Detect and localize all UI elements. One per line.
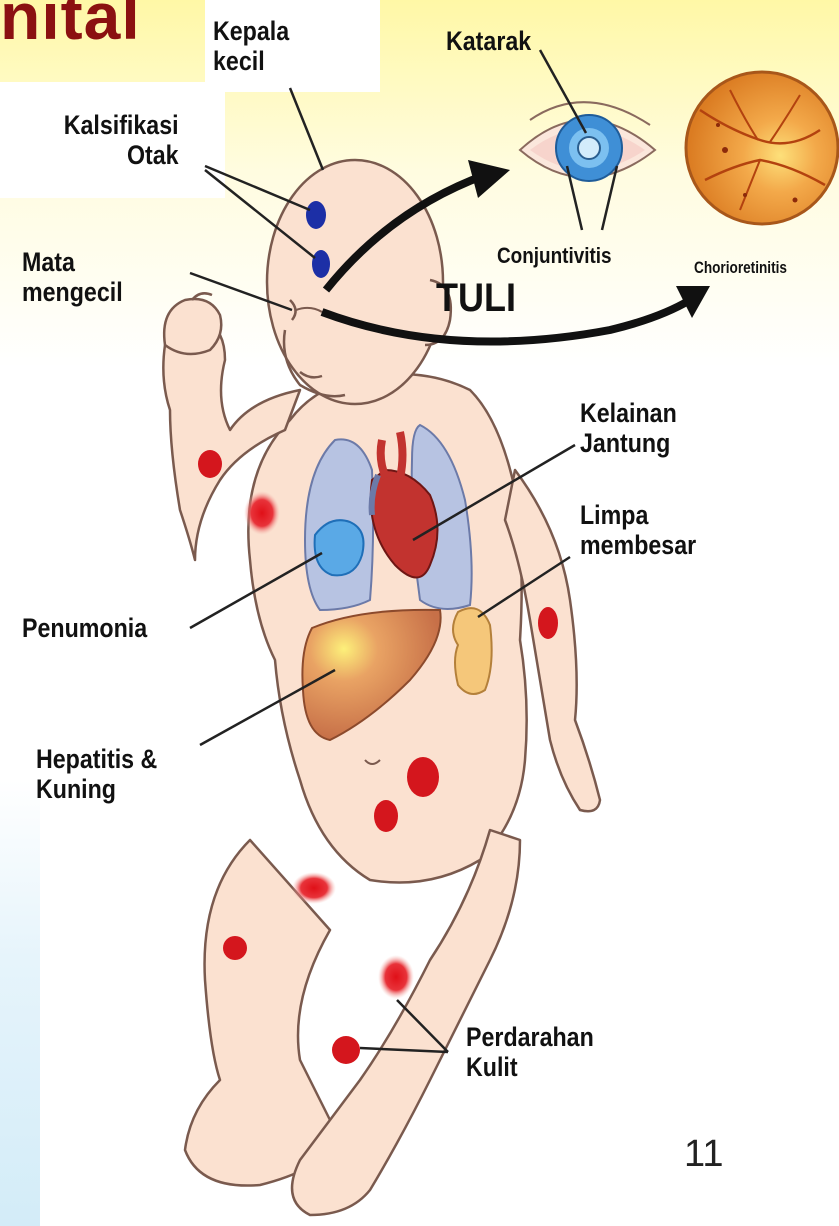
label-conjuntivitis: Conjuntivitis xyxy=(497,243,612,269)
label-hepatitis-kuning: Hepatitis & Kuning xyxy=(36,744,157,804)
pointer-line xyxy=(205,166,310,210)
label-katarak: Katarak xyxy=(446,26,531,56)
label-kalsifikasi-otak: Kalsifikasi Otak xyxy=(64,110,179,170)
label-line: Kulit xyxy=(466,1052,594,1082)
label-mata-mengecil: Mata mengecil xyxy=(22,247,123,307)
spleen-icon xyxy=(453,608,492,694)
label-line: Kuning xyxy=(36,774,157,804)
label-line: Mata xyxy=(22,247,123,277)
pointer-line xyxy=(290,88,323,170)
label-line: mengecil xyxy=(22,277,123,307)
label-line: Kelainan xyxy=(580,398,677,428)
label-line: Jantung xyxy=(580,428,677,458)
eye-icon xyxy=(520,102,655,181)
label-kelainan-jantung: Kelainan Jantung xyxy=(580,398,677,458)
label-line: Kalsifikasi xyxy=(64,110,179,140)
label-line: membesar xyxy=(580,530,696,560)
page-number: 11 xyxy=(684,1133,723,1176)
calcification-spot xyxy=(306,201,326,229)
label-line: kecil xyxy=(213,46,289,76)
label-penumonia: Penumonia xyxy=(22,613,147,643)
label-tuli: TULI xyxy=(436,276,516,320)
label-perdarahan-kulit: Perdarahan Kulit xyxy=(466,1022,594,1082)
label-limpa-membesar: Limpa membesar xyxy=(580,500,696,560)
label-line: Otak xyxy=(64,140,179,170)
label-kepala-kecil: Kepala kecil xyxy=(213,16,289,76)
label-chorioretinitis: Chorioretinitis xyxy=(694,258,787,278)
label-line: Kepala xyxy=(213,16,289,46)
calcification-spot xyxy=(312,250,330,278)
arrow-head xyxy=(468,160,510,198)
pointer-line xyxy=(540,50,586,133)
pneumonia-patch xyxy=(315,520,364,575)
retina-icon xyxy=(686,72,838,224)
label-line: Limpa xyxy=(580,500,696,530)
label-line: Perdarahan xyxy=(466,1022,594,1052)
label-line: Hepatitis & xyxy=(36,744,157,774)
